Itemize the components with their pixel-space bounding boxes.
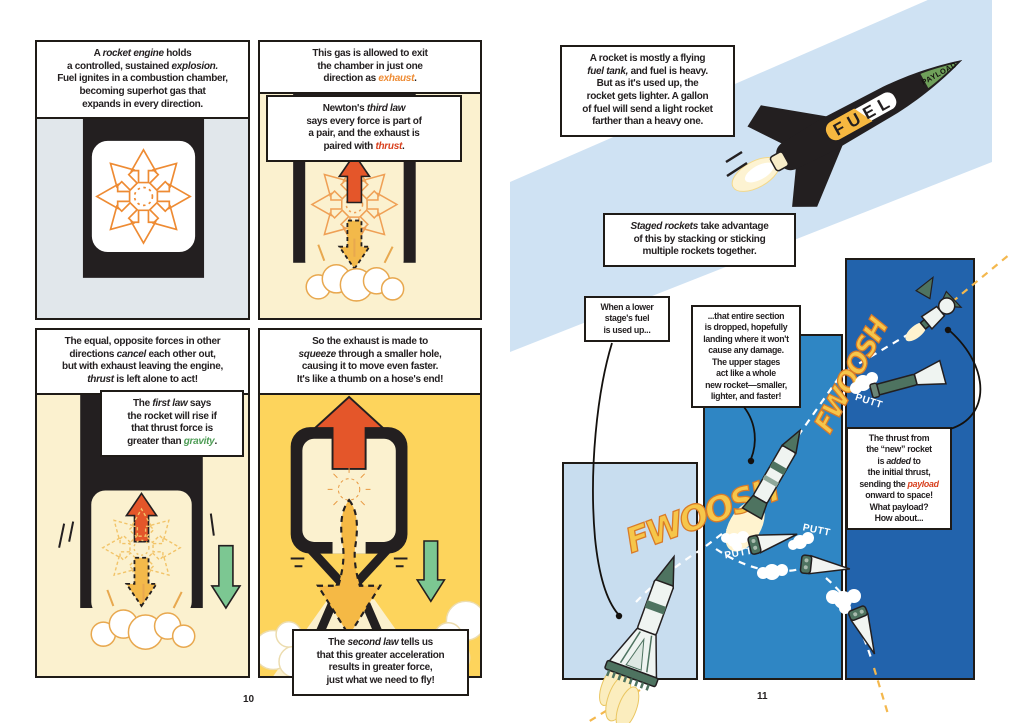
exhaust-cloud-icon	[305, 238, 405, 302]
panel-squeeze-nozzle: So the exhaust is made to squeeze throug…	[258, 328, 482, 678]
motion-lines-icon	[58, 513, 215, 548]
caption-exhaust: This gas is allowed to exit the chamber …	[260, 42, 480, 95]
caption-squeeze: So the exhaust is made to squeeze throug…	[260, 330, 480, 395]
panel-rocket-engine: A rocket engine holds a controlled, sust…	[35, 40, 250, 320]
caption-fuel-tank: A rocket is mostly a flying fuel tank, a…	[560, 45, 735, 138]
caption-lower-stage: When a lower stage's fuel is used up...	[584, 296, 670, 343]
speed-lines-icon	[290, 557, 408, 568]
caption-second-law: The second law tells us that this greate…	[292, 629, 469, 696]
gravity-arrow-icon	[210, 544, 242, 610]
caption-cancel-forces: The equal, opposite forces in other dire…	[37, 330, 248, 395]
exhaust-cloud-icon	[90, 583, 196, 650]
gravity-arrow-icon	[415, 539, 446, 603]
exhaust-arrow-icon	[315, 498, 383, 638]
caption-third-law: Newton's third law says every force is p…	[266, 95, 462, 162]
caption-section-dropped: ...that entire section is dropped, hopef…	[691, 305, 801, 409]
rising-engine-art	[58, 394, 242, 650]
exhaust-arrow-icon	[124, 556, 159, 608]
caption-rocket-engine: A rocket engine holds a controlled, sust…	[37, 42, 248, 120]
page-number-right: 11	[757, 691, 768, 702]
panel-cancel-forces: The equal, opposite forces in other dire…	[35, 328, 250, 678]
stage-panel-first	[562, 462, 698, 680]
caption-added-thrust: The thrust from the “new” rocket is adde…	[846, 427, 952, 531]
nozzle-art	[260, 395, 480, 676]
speed-lines-icon	[725, 150, 748, 178]
thrust-arrow-icon	[124, 491, 159, 543]
caption-first-law: The first law says the rocket will rise …	[100, 390, 244, 457]
thrust-arrow-icon	[337, 152, 372, 204]
fuel-rocket: FUEL PAYLOAD	[731, 60, 963, 207]
caption-staged-rockets: Staged rockets take advantage of this by…	[603, 213, 796, 268]
panel-exhaust: This gas is allowed to exit the chamber …	[258, 40, 482, 320]
page-number-left: 10	[243, 694, 255, 705]
combustion-chamber-art	[82, 119, 205, 279]
